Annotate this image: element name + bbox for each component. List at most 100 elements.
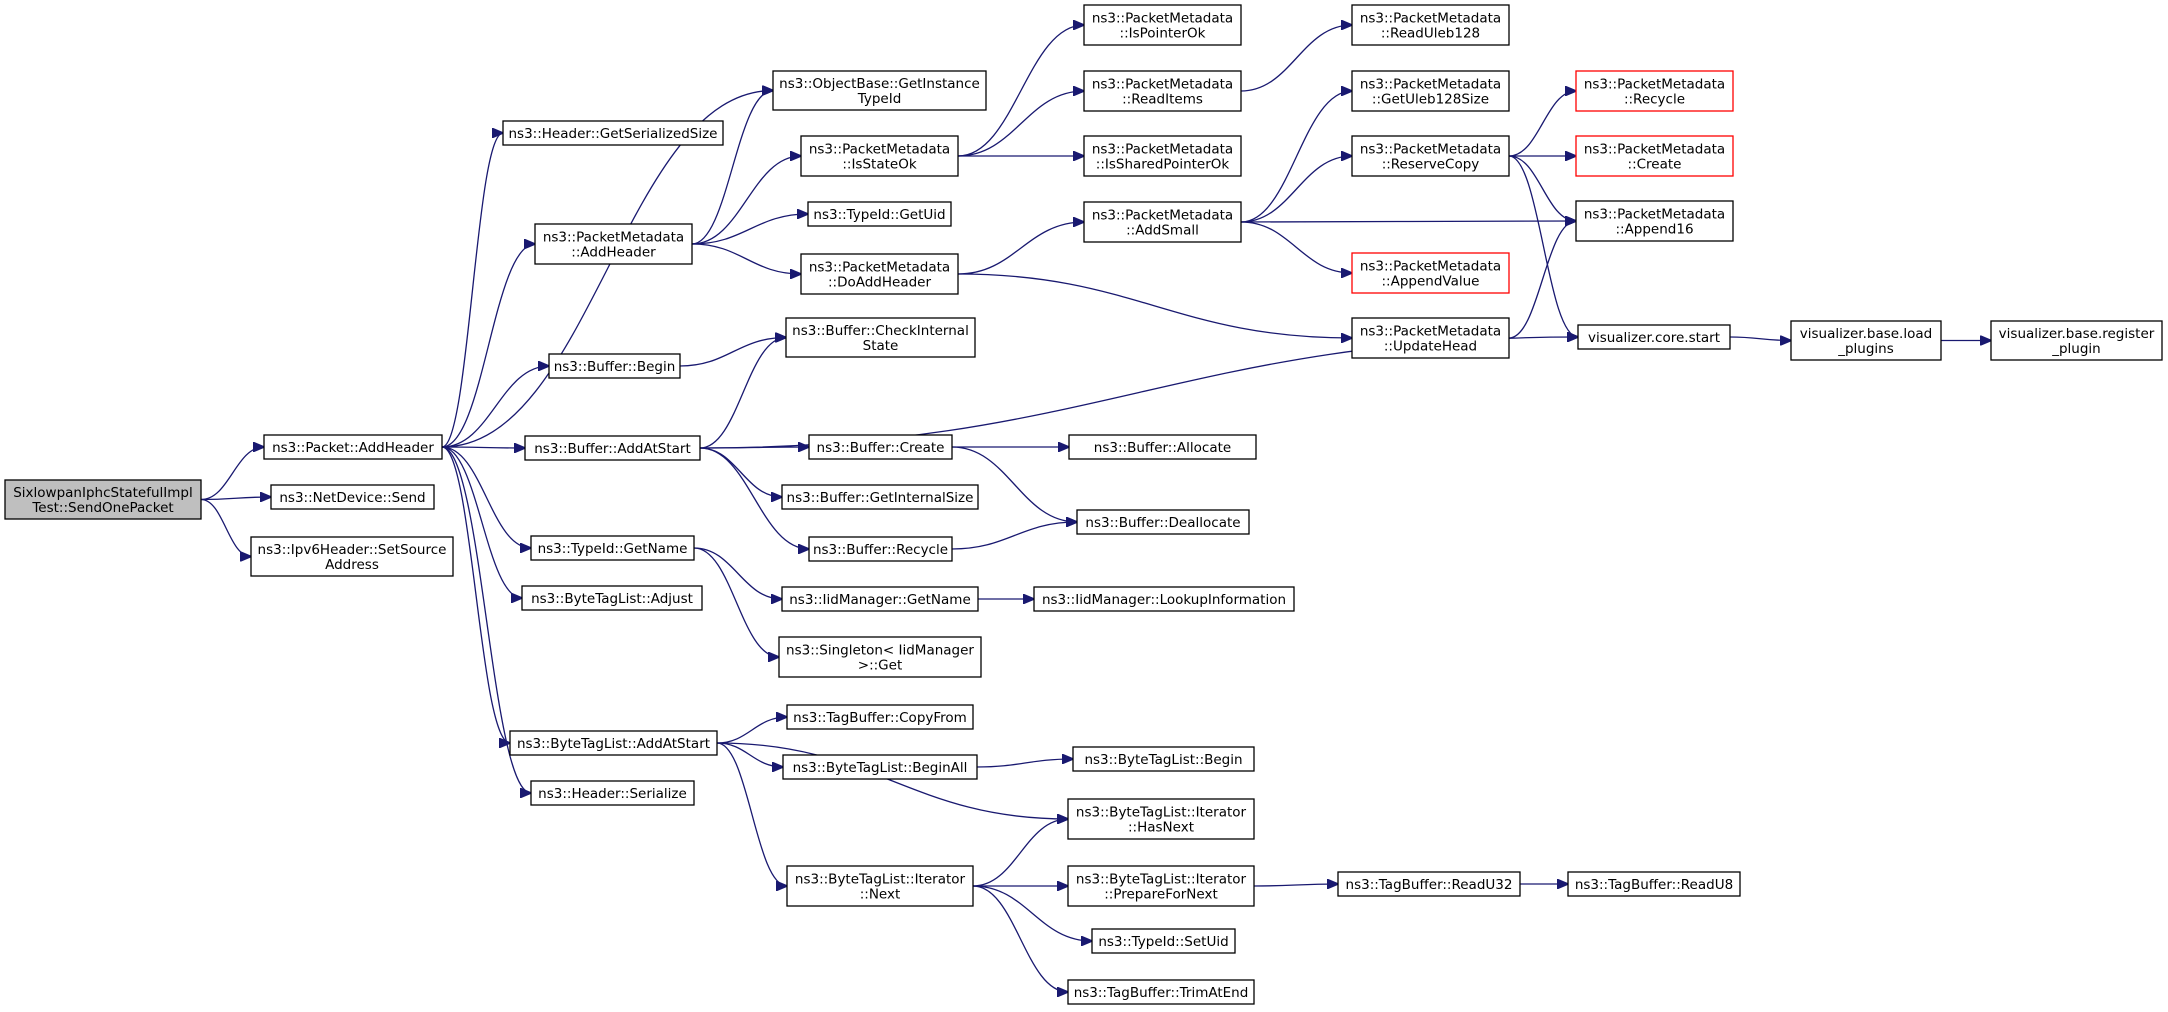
node-pm_isstateok[interactable]: ns3::PacketMetadata::IsStateOk (800, 135, 959, 177)
node-root[interactable]: SixlowpanIphcStatefulImplTest::SendOnePa… (4, 479, 202, 520)
node-box-root[interactable] (4, 479, 202, 520)
node-tb_readu32[interactable]: ns3::TagBuffer::ReadU32 (1337, 871, 1521, 897)
node-box-vis_load_plugins[interactable] (1790, 320, 1942, 361)
node-box-btl_begin[interactable] (1072, 746, 1255, 772)
node-buf_addatstart[interactable]: ns3::Buffer::AddAtStart (524, 435, 701, 461)
node-box-pm_doaddheader[interactable] (800, 253, 959, 295)
node-box-buf_addatstart[interactable] (524, 435, 701, 461)
node-box-pm_isstateok[interactable] (800, 135, 959, 177)
node-box-iid_lookup[interactable] (1033, 586, 1295, 612)
node-tb_copyfrom[interactable]: ns3::TagBuffer::CopyFrom (786, 704, 974, 730)
node-box-pm_appendvalue[interactable] (1351, 252, 1510, 294)
node-box-btli_next[interactable] (786, 865, 974, 907)
node-iid_lookup[interactable]: ns3::IidManager::LookupInformation (1033, 586, 1295, 612)
node-box-buf_getintsize[interactable] (781, 484, 979, 510)
node-box-pm_issharedptr[interactable] (1083, 135, 1242, 177)
node-box-typeid_getname[interactable] (530, 535, 695, 561)
node-box-ipv6_setsrc[interactable] (250, 536, 454, 577)
node-box-typeid_getuid[interactable] (807, 201, 952, 227)
node-hdr_serialize[interactable]: ns3::Header::Serialize (530, 780, 695, 806)
node-btli_next[interactable]: ns3::ByteTagList::Iterator::Next (786, 865, 974, 907)
node-pm_appendvalue[interactable]: ns3::PacketMetadata::AppendValue (1351, 252, 1510, 294)
node-box-typeid_setuid[interactable] (1091, 928, 1236, 954)
node-pm_doaddheader[interactable]: ns3::PacketMetadata::DoAddHeader (800, 253, 959, 295)
node-vis_register[interactable]: visualizer.base.register_plugin (1990, 320, 2163, 361)
node-box-buf_deallocate[interactable] (1076, 509, 1250, 535)
node-btl_beginall[interactable]: ns3::ByteTagList::BeginAll (782, 754, 978, 780)
node-btl_adjust[interactable]: ns3::ByteTagList::Adjust (521, 585, 703, 611)
node-typeid_setuid[interactable]: ns3::TypeId::SetUid (1091, 928, 1236, 954)
node-box-tb_trimatend[interactable] (1067, 979, 1255, 1005)
node-box-btli_prepare[interactable] (1067, 865, 1255, 907)
node-box-netdev_send[interactable] (270, 484, 435, 510)
node-box-vis_core_start[interactable] (1577, 324, 1731, 350)
node-box-tb_readu32[interactable] (1337, 871, 1521, 897)
node-buf_getintsize[interactable]: ns3::Buffer::GetInternalSize (781, 484, 979, 510)
node-pm_issharedptr[interactable]: ns3::PacketMetadata::IsSharedPointerOk (1083, 135, 1242, 177)
node-box-tb_readu8[interactable] (1567, 871, 1741, 897)
node-box-pkt_addheader[interactable] (263, 434, 443, 460)
node-pm_addsmall[interactable]: ns3::PacketMetadata::AddSmall (1083, 201, 1242, 243)
node-box-pm_create[interactable] (1575, 135, 1734, 177)
node-box-pm_readitems[interactable] (1083, 70, 1242, 112)
node-box-buf_recycle[interactable] (808, 536, 953, 562)
node-pm_reservecopy[interactable]: ns3::PacketMetadata::ReserveCopy (1351, 135, 1510, 177)
node-pm_addheader[interactable]: ns3::PacketMetadata::AddHeader (534, 223, 693, 265)
node-box-singleton_get[interactable] (778, 636, 982, 678)
node-buf_create[interactable]: ns3::Buffer::Create (808, 434, 953, 460)
node-box-pm_addheader[interactable] (534, 223, 693, 265)
node-buf_begin[interactable]: ns3::Buffer::Begin (548, 353, 681, 379)
node-tb_trimatend[interactable]: ns3::TagBuffer::TrimAtEnd (1067, 979, 1255, 1005)
node-typeid_getuid[interactable]: ns3::TypeId::GetUid (807, 201, 952, 227)
node-iid_getname[interactable]: ns3::IidManager::GetName (781, 586, 979, 612)
node-btli_hasnext[interactable]: ns3::ByteTagList::Iterator::HasNext (1067, 798, 1255, 840)
node-box-btl_beginall[interactable] (782, 754, 978, 780)
node-vis_load_plugins[interactable]: visualizer.base.load_plugins (1790, 320, 1942, 361)
node-box-pm_addsmall[interactable] (1083, 201, 1242, 243)
node-btli_prepare[interactable]: ns3::ByteTagList::Iterator::PrepareForNe… (1067, 865, 1255, 907)
node-box-pm_ispointerok[interactable] (1083, 4, 1242, 46)
node-pm_getulebsize[interactable]: ns3::PacketMetadata::GetUleb128Size (1351, 70, 1510, 112)
node-box-tb_copyfrom[interactable] (786, 704, 974, 730)
node-pm_readuleb[interactable]: ns3::PacketMetadata::ReadUleb128 (1351, 4, 1510, 46)
node-box-btl_addatstart[interactable] (509, 730, 718, 756)
node-netdev_send[interactable]: ns3::NetDevice::Send (270, 484, 435, 510)
node-vis_core_start[interactable]: visualizer.core.start (1577, 324, 1731, 350)
node-pm_append16[interactable]: ns3::PacketMetadata::Append16 (1575, 200, 1734, 242)
node-pm_readitems[interactable]: ns3::PacketMetadata::ReadItems (1083, 70, 1242, 112)
node-box-pm_recycle[interactable] (1575, 70, 1734, 112)
node-buf_allocate[interactable]: ns3::Buffer::Allocate (1068, 434, 1257, 460)
node-typeid_getname[interactable]: ns3::TypeId::GetName (530, 535, 695, 561)
node-btl_begin[interactable]: ns3::ByteTagList::Begin (1072, 746, 1255, 772)
node-box-pm_getulebsize[interactable] (1351, 70, 1510, 112)
node-box-iid_getname[interactable] (781, 586, 979, 612)
node-box-objbase_getinst[interactable] (772, 70, 987, 111)
node-box-pm_readuleb[interactable] (1351, 4, 1510, 46)
node-pm_updatehead[interactable]: ns3::PacketMetadata::UpdateHead (1351, 317, 1510, 359)
node-box-vis_register[interactable] (1990, 320, 2163, 361)
node-box-buf_checkint[interactable] (785, 317, 976, 358)
node-box-buf_allocate[interactable] (1068, 434, 1257, 460)
node-box-buf_begin[interactable] (548, 353, 681, 379)
node-box-pm_updatehead[interactable] (1351, 317, 1510, 359)
node-box-hdr_getsersize[interactable] (502, 120, 724, 146)
node-box-btl_adjust[interactable] (521, 585, 703, 611)
node-box-buf_create[interactable] (808, 434, 953, 460)
node-singleton_get[interactable]: ns3::Singleton< IidManager>::Get (778, 636, 982, 678)
node-buf_deallocate[interactable]: ns3::Buffer::Deallocate (1076, 509, 1250, 535)
node-btl_addatstart[interactable]: ns3::ByteTagList::AddAtStart (509, 730, 718, 756)
node-pkt_addheader[interactable]: ns3::Packet::AddHeader (263, 434, 443, 460)
node-pm_ispointerok[interactable]: ns3::PacketMetadata::IsPointerOk (1083, 4, 1242, 46)
node-box-pm_reservecopy[interactable] (1351, 135, 1510, 177)
node-box-btli_hasnext[interactable] (1067, 798, 1255, 840)
node-pm_create[interactable]: ns3::PacketMetadata::Create (1575, 135, 1734, 177)
node-hdr_getsersize[interactable]: ns3::Header::GetSerializedSize (502, 120, 724, 146)
node-box-pm_append16[interactable] (1575, 200, 1734, 242)
node-pm_recycle[interactable]: ns3::PacketMetadata::Recycle (1575, 70, 1734, 112)
node-buf_recycle[interactable]: ns3::Buffer::Recycle (808, 536, 953, 562)
node-tb_readu8[interactable]: ns3::TagBuffer::ReadU8 (1567, 871, 1741, 897)
node-box-hdr_serialize[interactable] (530, 780, 695, 806)
